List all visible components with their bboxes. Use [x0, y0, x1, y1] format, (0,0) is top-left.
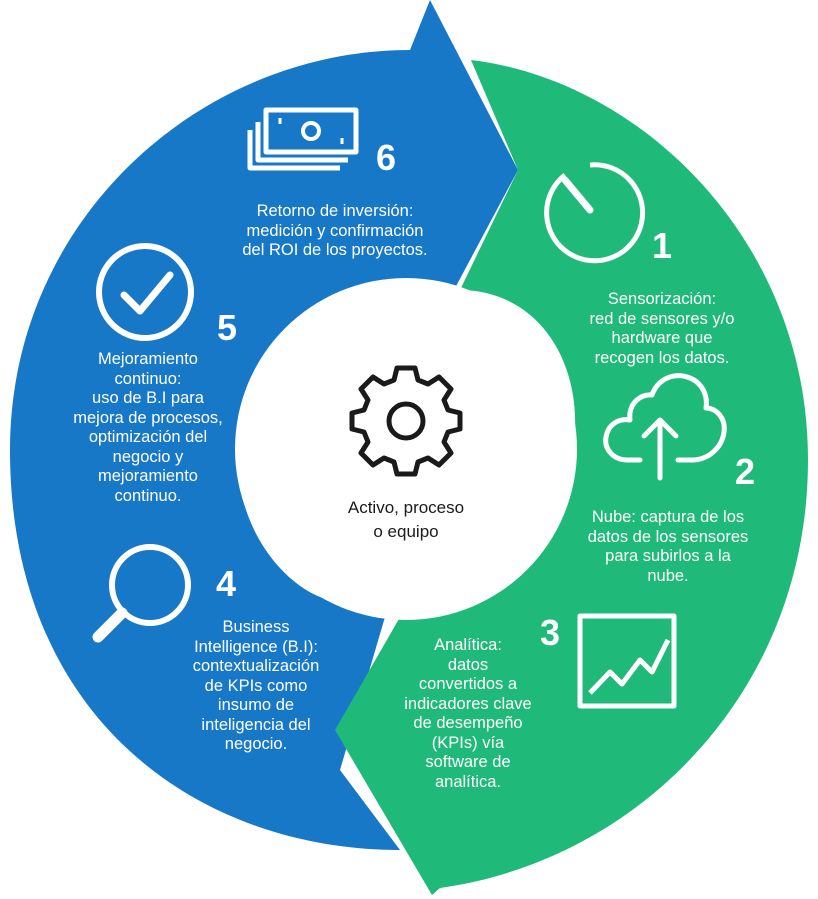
center-circle: [235, 278, 577, 620]
stage-2-number: 2: [735, 451, 756, 492]
line-chart-icon: [577, 613, 677, 709]
stage-1-number: 1: [652, 225, 673, 266]
stage-3-number: 3: [540, 612, 561, 653]
gear-icon: [349, 365, 463, 477]
cloud-upload-icon: [603, 373, 727, 481]
checkmark-icon: [96, 243, 194, 341]
stage-6-text: Retorno de inversión: medición y confirm…: [242, 202, 428, 259]
stage-4-number: 4: [216, 563, 237, 604]
stage-2-text: Nube: captura de los datos de los sensor…: [587, 508, 749, 585]
stopwatch-icon: [544, 162, 646, 264]
stage-1-text: Sensorización: red de sensores y/o hardw…: [589, 290, 735, 367]
stage-5-text: Mejoramiento continuo: uso de B.I para m…: [73, 350, 223, 505]
stage-6-number: 6: [376, 137, 397, 178]
stage-3-text: Analítica: datos convertidos a indicador…: [404, 636, 532, 791]
stage-5-number: 5: [217, 307, 238, 348]
stage-4-text: Business Intelligence (B.I): contextuali…: [192, 618, 320, 753]
magnifier-icon: [92, 544, 191, 643]
money-bills-icon: [247, 107, 359, 171]
center-label: Activo, proceso o equipo: [347, 498, 465, 541]
blue-arc-segment: [10, 0, 518, 850]
